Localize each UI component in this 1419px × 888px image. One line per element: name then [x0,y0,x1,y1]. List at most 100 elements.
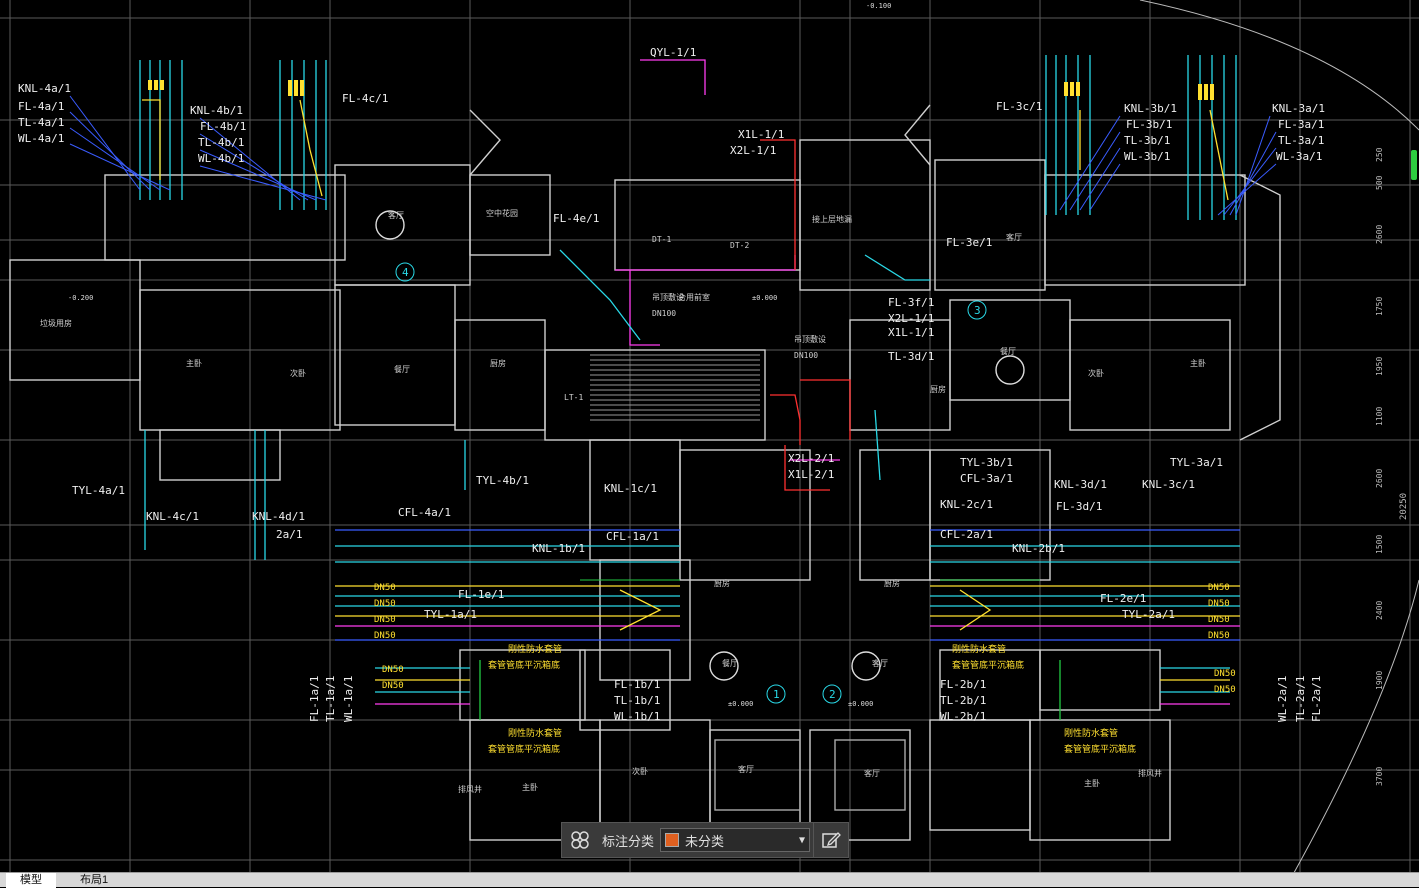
pipe-tag-label: KNL-4b/1 [190,104,243,117]
pipe-tag-label: TYL-2a/1 [1122,608,1175,621]
note-label: DN50 [1208,615,1230,625]
pipe-tag-label: KNL-4d/1 [252,510,305,523]
pipe-tag-label: TL-2b/1 [940,694,986,707]
unit-number-circle [766,684,786,704]
total-dimension-label: 20250 [1399,493,1409,520]
room-label: 餐厅 [1000,347,1016,356]
room-label: 接上层地漏 [812,214,852,224]
room-label: 主卧 [522,782,538,792]
note-label: DN50 [1208,583,1230,593]
note-label: DN50 [374,615,396,625]
riser-tag-label: TL-1a/1 [324,676,337,722]
room-label: 客厅 [388,210,404,220]
pipe-tag-label: FL-4c/1 [342,92,388,105]
building-walls [9,104,1281,841]
pipe-tag-label: TL-3d/1 [888,350,934,363]
pipe-tag-label: WL-1b/1 [614,710,660,723]
dimension-label: 2400 [1375,601,1384,620]
elevation-label: ±0.000 [752,294,777,302]
room-label: 客厅 [738,764,754,774]
pipe-tag-label: FL-1b/1 [614,678,660,691]
pipe-tag-label: TL-1b/1 [614,694,660,707]
note-label: 刚性防水套管 [508,643,562,655]
note-label: DN50 [374,631,396,641]
pipe-tag-label: FL-4a/1 [18,100,64,113]
pipe-tag-label: KNL-1c/1 [604,482,657,495]
unit-number-circle [967,300,987,320]
classify-grid-icon[interactable] [562,823,598,857]
pipe-tag-label: KNL-4c/1 [146,510,199,523]
note-label: 刚性防水套管 [508,727,562,739]
pipe-tag-label: FL-3e/1 [946,236,992,249]
room-label: 厨房 [930,384,946,394]
room-label: 主卧 [186,358,202,368]
room-label: 次卧 [1088,368,1104,378]
pipe-tag-label: KNL-2b/1 [1012,542,1065,555]
pipe-tag-label: CFL-4a/1 [398,506,451,519]
note-label: 刚性防水套管 [1064,727,1118,739]
unit-number-circle [395,262,415,282]
pipe-tag-label: TYL-1a/1 [424,608,477,621]
category-color-swatch [665,833,680,847]
dimension-label: 2600 [1375,469,1384,488]
annotation-category-label: 标注分类 [602,833,655,849]
annotation-category-select[interactable]: 未分类 ▼ [660,828,811,852]
elevation-label: ±0.000 [728,700,753,708]
pipe-tag-label: X1L-2/1 [788,468,834,481]
note-label: 刚性防水套管 [952,643,1006,655]
pipe-tag-label: X2L-1/1 [888,312,934,325]
pipe-tag-label: X2L-1/1 [730,144,776,157]
elevation-label: -0.200 [68,294,93,302]
annotation-toolbar: 标注分类 未分类 ▼ [561,822,849,858]
pipe-tag-label: WL-4b/1 [198,152,244,165]
room-label: DT-2 [730,241,749,250]
pipe-tag-label: FL-4b/1 [200,120,246,133]
unit-number-label: 1 [773,688,780,701]
pipe-tag-label: KNL-3c/1 [1142,478,1195,491]
note-label: DN50 [382,681,404,691]
riser-tag-label: WL-2a/1 [1276,676,1289,722]
scroll-indicator[interactable] [1411,150,1417,180]
dimension-label: 3700 [1375,767,1384,786]
tab-model[interactable]: 模型 [6,873,56,888]
pipe-tag-label: KNL-4a/1 [18,82,71,95]
room-label: 客厅 [872,658,888,668]
pipe-tag-label: X1L-1/1 [738,128,784,141]
dimension-label: 1950 [1375,357,1384,376]
pipe-tag-label: KNL-3b/1 [1124,102,1177,115]
room-label: 厨房 [884,578,900,588]
pipe-tag-label: TYL-3a/1 [1170,456,1223,469]
dimension-label: 1750 [1375,297,1384,316]
room-label: 垃圾用房 [40,318,72,328]
room-label: 厨房 [714,578,730,588]
room-label: DN100 [794,351,818,360]
pipe-tag-label: TYL-4b/1 [476,474,529,487]
pipe-tag-label: TYL-4a/1 [72,484,125,497]
pipe-tag-label: FL-3f/1 [888,296,934,309]
pipe-tag-label: KNL-1b/1 [532,542,585,555]
riser-tag-label: FL-1a/1 [308,676,321,722]
pipe-tag-label: TL-4b/1 [198,136,244,149]
room-label: 吊顶敷设 [652,292,684,302]
note-label: DN50 [1208,599,1230,609]
pipe-tag-label: QYL-1/1 [650,46,696,59]
room-label: 吊顶敷设 [794,334,826,344]
room-label: 排风井 [1138,768,1162,778]
dimension-label: 1900 [1375,671,1384,690]
pipe-tag-label: TL-4a/1 [18,116,64,129]
edit-icon[interactable] [813,823,848,857]
note-label: DN50 [1214,669,1236,679]
room-label: 厨房 [490,358,506,368]
chevron-down-icon: ▼ [798,834,806,846]
pipe-tag-label: CFL-3a/1 [960,472,1013,485]
tab-layout1[interactable]: 布局1 [80,874,109,886]
room-label: 主卧 [1190,358,1206,368]
room-label: DN100 [652,309,676,318]
unit-number-label: 3 [974,304,981,317]
note-label: DN50 [374,599,396,609]
pipe-tag-label: WL-3a/1 [1276,150,1322,163]
pipe-tag-label: FL-3a/1 [1278,118,1324,131]
pipe-tag-label: KNL-3d/1 [1054,478,1107,491]
unit-number-label: 2 [829,688,836,701]
